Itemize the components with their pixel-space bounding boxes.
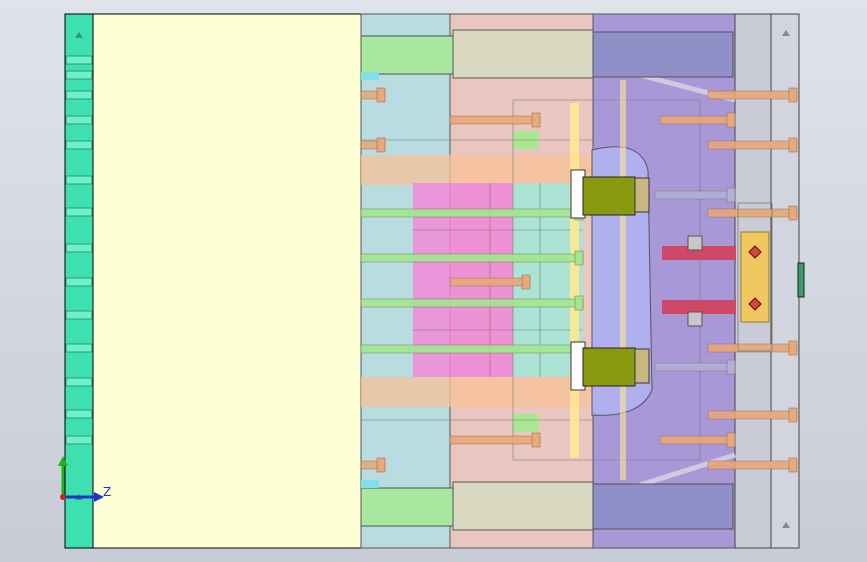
marker-top bbox=[782, 30, 790, 36]
cooling-manifold bbox=[737, 202, 805, 352]
cavity-green-small-bottom bbox=[513, 414, 539, 432]
ejector-pin bbox=[360, 344, 584, 354]
strip-bolt bbox=[65, 207, 93, 217]
pin-head bbox=[531, 112, 541, 128]
pin-head bbox=[788, 457, 798, 473]
pin-head bbox=[788, 137, 798, 153]
cavity-orange-top bbox=[361, 155, 593, 185]
vertical-strip-left bbox=[570, 103, 579, 458]
ejector-pin bbox=[707, 208, 798, 218]
slider-bottom bbox=[570, 341, 650, 391]
ejector-pin bbox=[659, 115, 736, 125]
slider-top bbox=[570, 169, 650, 219]
strip-bolt bbox=[65, 343, 93, 353]
pin-head bbox=[788, 87, 798, 103]
strip-bolt bbox=[65, 377, 93, 387]
ejector-pin bbox=[449, 435, 541, 445]
pin-head bbox=[788, 205, 798, 221]
guide-pillar-bottom bbox=[360, 480, 734, 531]
pin-head bbox=[376, 457, 386, 473]
ejector-pin bbox=[360, 298, 584, 308]
pin-head bbox=[521, 274, 531, 290]
ejector-pin bbox=[360, 208, 584, 218]
pin-head bbox=[376, 137, 386, 153]
ejector-pin bbox=[449, 115, 541, 125]
ejector-pin bbox=[707, 410, 798, 420]
strip-bolt bbox=[65, 409, 93, 419]
ejector-pin bbox=[654, 362, 736, 372]
strip-bolt bbox=[65, 277, 93, 287]
guide-pillar-top bbox=[360, 29, 734, 80]
vertical-strip-right bbox=[620, 80, 626, 480]
strip-bolt bbox=[65, 55, 93, 65]
ejector-pin bbox=[449, 277, 531, 287]
pin-head bbox=[726, 187, 736, 203]
marker-bottom bbox=[782, 522, 790, 528]
pin-head bbox=[788, 340, 798, 356]
strip-bolt bbox=[65, 70, 93, 80]
pin-head bbox=[574, 295, 584, 311]
angle-pin-bottom bbox=[639, 452, 736, 488]
ejector-pin bbox=[360, 253, 584, 263]
ejector-pin bbox=[707, 460, 798, 470]
clamp-plate bbox=[92, 13, 362, 549]
strip-bolt bbox=[65, 243, 93, 253]
axis-triad bbox=[58, 456, 104, 502]
ejector-strip bbox=[64, 13, 94, 549]
pin-head bbox=[531, 432, 541, 448]
strip-bolts bbox=[65, 55, 93, 445]
strip-bolt bbox=[65, 115, 93, 125]
ejector-pin bbox=[707, 90, 798, 100]
pin-head bbox=[574, 250, 584, 266]
strip-bolt bbox=[65, 310, 93, 320]
pin-head bbox=[376, 87, 386, 103]
ejector-pin bbox=[659, 435, 736, 445]
pin-head bbox=[726, 432, 736, 448]
cooling-connectors bbox=[662, 235, 736, 327]
strip-bolt bbox=[65, 140, 93, 150]
cavity-orange-bottom bbox=[361, 377, 593, 407]
pin-head bbox=[726, 112, 736, 128]
axis-z-label: Z bbox=[103, 485, 112, 499]
pin-head bbox=[788, 407, 798, 423]
strip-bolt bbox=[65, 175, 93, 185]
ejector-pin bbox=[654, 190, 736, 200]
strip-bolt bbox=[65, 90, 93, 100]
marker-strip-top bbox=[75, 32, 83, 38]
ejector-pin bbox=[707, 140, 798, 150]
pin-head bbox=[726, 359, 736, 375]
strip-bolt bbox=[65, 435, 93, 445]
